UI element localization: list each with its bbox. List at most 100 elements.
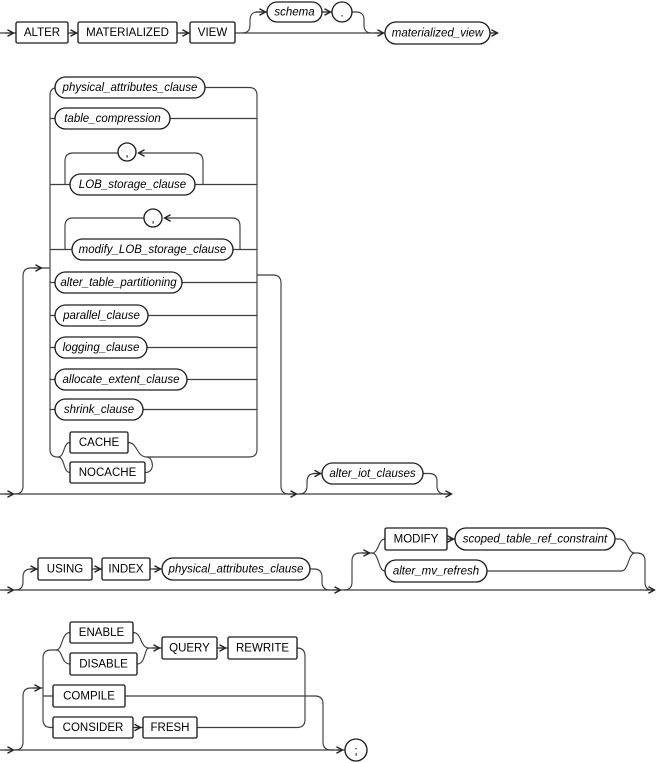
clause-lob-storage: LOB_storage_clause [69,173,196,196]
line-section4-bypass-up [14,687,43,751]
clause-schema-shape [266,1,323,23]
keyword-compile-label: COMPILE [63,691,115,703]
clause-materialized-view-label: materialized_view [392,28,484,40]
punct-semicolon-shape [344,738,368,762]
clause-alter-iot-shape [321,462,424,485]
line-compile-row-exit [43,695,334,751]
keyword-using: USING [37,557,93,581]
clause-lob-storage-shape [69,173,196,196]
keyword-cache-shape [69,431,129,454]
keyword-index: INDEX [101,557,151,581]
keyword-view-shape [189,21,236,44]
clause-physical-attributes-label: physical_attributes_clause [62,82,198,94]
keyword-query-shape [161,636,218,660]
keyword-alter-label: ALTER [24,27,60,39]
clause-shrink-label: shrink_clause [64,404,134,416]
clause-allocate-extent-label: allocate_extent_clause [63,374,180,386]
line-modify-group [343,538,455,591]
clause-alter-mv-refresh: alter_mv_refresh [384,559,488,583]
line-right-rail [147,86,258,458]
line-section4-left-rail [42,649,52,729]
keyword-modify: MODIFY [384,527,448,551]
keyword-consider-label: CONSIDER [63,722,124,734]
punct-comma-modify-lob: , [143,208,163,228]
keyword-index-shape [101,557,151,581]
clause-modify-lob-storage-label: modify_LOB_storage_clause [79,244,227,256]
line-modify-group-merge [487,538,653,591]
keyword-materialized-label: MATERIALIZED [86,27,169,39]
clause-table-compression-shape [54,107,171,130]
clause-parallel: parallel_clause [54,304,149,327]
punct-period-label: . [340,6,343,20]
clause-table-compression-label: table_compression [64,113,161,125]
line-section2-bypass-up [14,267,50,495]
keyword-rewrite-shape [227,636,298,660]
keyword-alter: ALTER [15,21,69,44]
clause-shrink-shape [54,398,144,421]
clause-logging: logging_clause [54,336,148,359]
line-alter-iot-branch [298,472,446,495]
keyword-fresh: FRESH [142,716,198,739]
punct-comma-lob-label: , [125,146,128,160]
line-stack-exit-down [257,274,290,495]
line-cache-nocache-brackets [57,441,153,474]
clause-alter-mv-refresh-label: alter_mv_refresh [393,566,479,578]
keyword-enable: ENABLE [69,621,134,644]
clause-alter-table-partitioning: alter_table_partitioning [54,271,183,294]
keyword-modify-label: MODIFY [394,534,439,546]
clause-logging-shape [54,336,148,359]
punct-comma-modify-lob-shape [143,208,163,228]
clause-scoped-table-ref-constraint-shape [454,527,616,551]
keyword-query: QUERY [161,636,218,660]
clause-scoped-table-ref-constraint: scoped_table_ref_constraint [454,527,616,551]
keyword-fresh-shape [142,716,198,739]
keyword-view: VIEW [189,21,236,44]
clause-physical-attributes-2: physical_attributes_clause [161,557,311,581]
clause-alter-mv-refresh-shape [384,559,488,583]
clause-schema: schema [266,1,323,23]
clause-lob-storage-label: LOB_storage_clause [79,179,186,191]
line-section4-right-rail [197,647,306,729]
clause-physical-attributes: physical_attributes_clause [54,76,206,99]
keyword-enable-shape [69,621,134,644]
line-lob-repeat-loop [64,152,204,185]
clause-physical-attributes-2-shape [161,557,311,581]
keyword-alter-shape [15,21,69,44]
keyword-disable: DISABLE [69,652,138,676]
keyword-query-label: QUERY [169,643,210,655]
clause-alter-iot-label: alter_iot_clauses [329,468,416,480]
keyword-nocache-label: NOCACHE [79,467,137,479]
keyword-cache: CACHE [69,431,129,454]
punct-semicolon: ; [344,738,368,762]
keyword-consider: CONSIDER [52,716,134,739]
line-left-rail [49,86,59,458]
clause-allocate-extent: allocate_extent_clause [54,368,188,391]
keyword-using-shape [37,557,93,581]
keyword-cache-label: CACHE [79,437,120,449]
clause-shrink: shrink_clause [54,398,144,421]
keyword-index-label: INDEX [108,564,143,576]
punct-period-shape [331,1,353,23]
clause-logging-label: logging_clause [63,342,140,354]
keyword-nocache-shape [69,461,146,484]
keyword-disable-shape [69,652,138,676]
keyword-materialized: MATERIALIZED [77,21,178,44]
keyword-nocache: NOCACHE [69,461,146,484]
clause-scoped-table-ref-constraint-label: scoped_table_ref_constraint [463,534,608,546]
clause-allocate-extent-shape [54,368,188,391]
diagram-nodes: ALTER MATERIALIZED VIEW schema. materialized… [15,1,616,762]
punct-comma-modify-lob-label: , [151,212,154,226]
keyword-compile-shape [52,684,126,708]
keyword-modify-shape [384,527,448,551]
punct-semicolon-label: ; [354,744,357,758]
keyword-materialized-shape [77,21,178,44]
clause-alter-table-partitioning-label: alter_table_partitioning [60,277,177,289]
clause-alter-table-partitioning-shape [54,271,183,294]
keyword-consider-shape [52,716,134,739]
clause-physical-attributes-shape [54,76,206,99]
clause-parallel-label: parallel_clause [62,310,140,322]
keyword-rewrite: REWRITE [227,636,298,660]
clause-table-compression: table_compression [54,107,171,130]
